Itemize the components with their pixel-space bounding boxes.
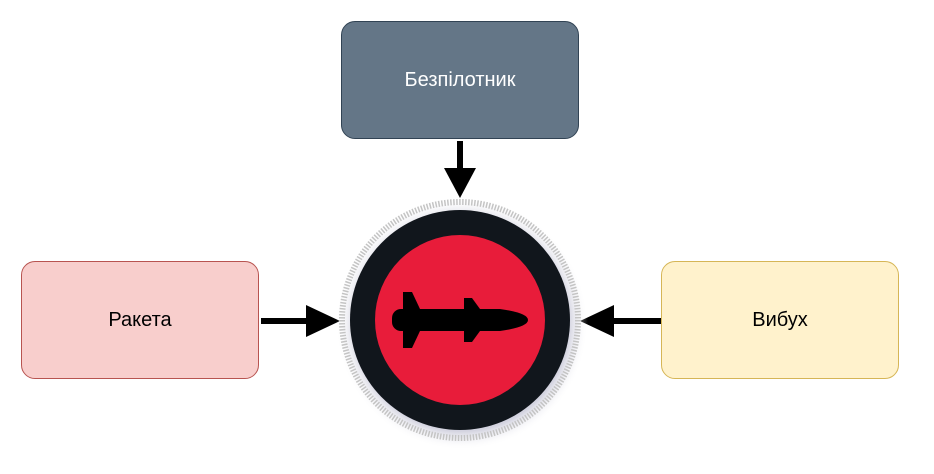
node-drone-label: Безпілотник — [404, 68, 516, 91]
node-explosion[interactable]: Вибух — [661, 261, 899, 379]
arrow-left — [261, 305, 340, 337]
missile-icon — [392, 292, 528, 348]
arrow-top — [444, 141, 476, 198]
node-missile-label: Ракета — [108, 308, 172, 331]
missile-badge — [336, 198, 588, 450]
node-missile[interactable]: Ракета — [21, 261, 259, 379]
node-explosion-label: Вибух — [752, 308, 808, 331]
node-drone[interactable]: Безпілотник — [341, 21, 579, 139]
arrow-right — [580, 305, 661, 337]
